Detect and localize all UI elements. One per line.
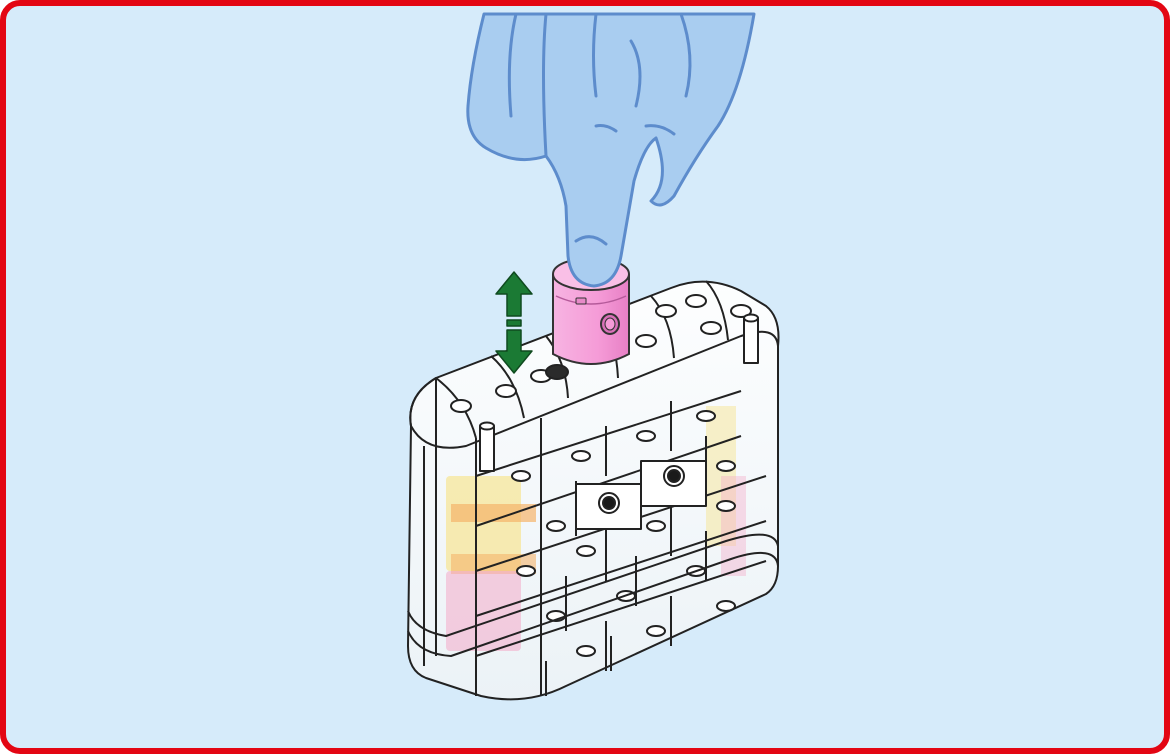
instruction-illustration (6, 6, 1170, 754)
up-down-arrow-icon (496, 272, 532, 373)
pointing-hand-icon (468, 14, 754, 286)
